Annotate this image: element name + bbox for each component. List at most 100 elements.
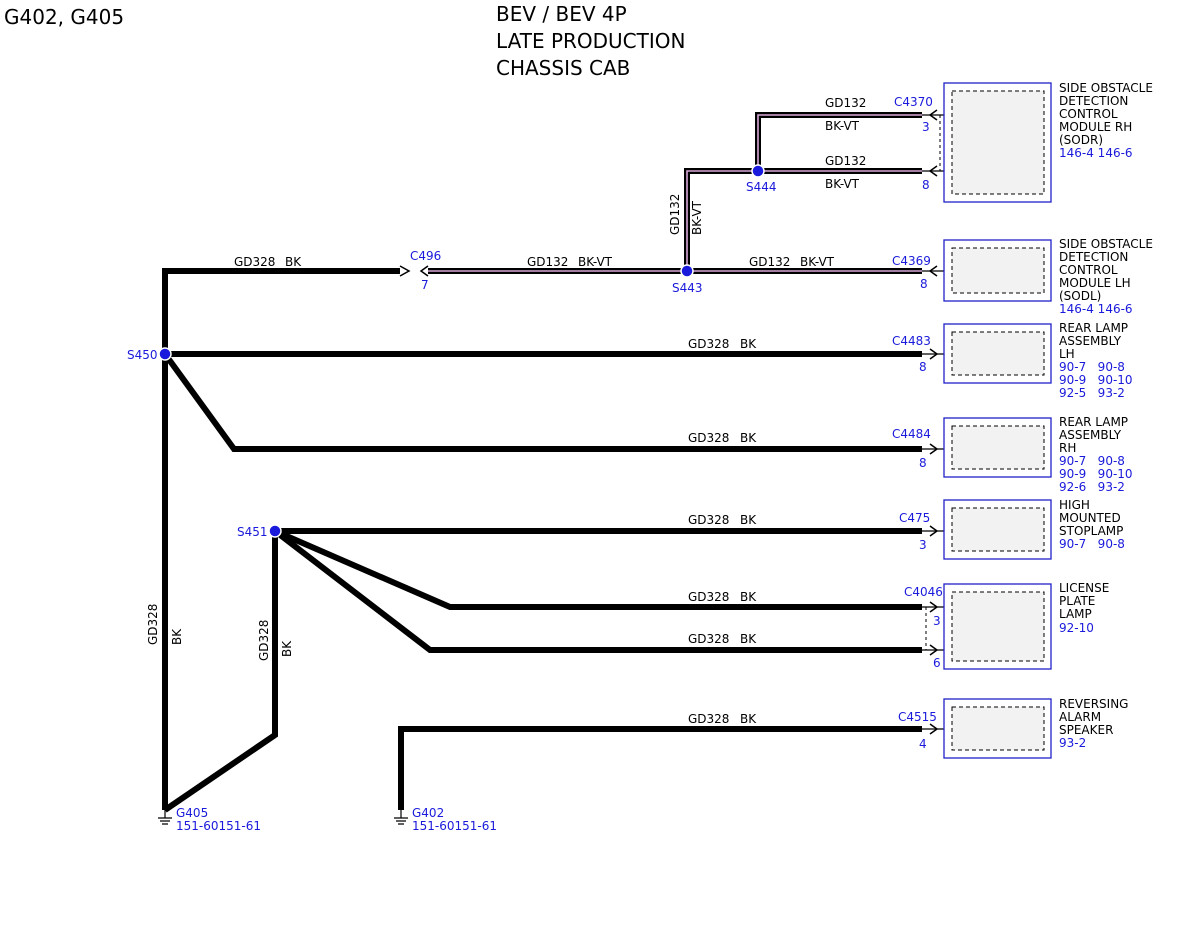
svg-text:BK: BK [170, 628, 184, 645]
splice-s443 [680, 264, 694, 278]
svg-text:BK-VT: BK-VT [800, 255, 835, 269]
module-boxes [943, 82, 1052, 759]
svg-text:BK: BK [740, 632, 757, 646]
svg-text:G402: G402 [412, 806, 444, 820]
svg-text:C4046: C4046 [904, 585, 943, 599]
wire-s451-c4046-3 [273, 528, 922, 610]
svg-text:LICENSE: LICENSE [1059, 581, 1109, 595]
svg-text:MODULE LH: MODULE LH [1059, 276, 1131, 290]
svg-text:LH: LH [1059, 347, 1075, 361]
svg-text:MOUNTED: MOUNTED [1059, 511, 1121, 525]
svg-text:SIDE OBSTACLE: SIDE OBSTACLE [1059, 237, 1153, 251]
svg-text:GD328: GD328 [688, 712, 729, 726]
svg-text:GD328: GD328 [688, 513, 729, 527]
svg-text:C475: C475 [899, 511, 930, 525]
svg-text:BK: BK [740, 513, 757, 527]
gd132-wires [428, 112, 922, 274]
svg-text:C4369: C4369 [892, 254, 931, 268]
svg-text:STOPLAMP: STOPLAMP [1059, 524, 1123, 538]
svg-text:MODULE RH: MODULE RH [1059, 120, 1132, 134]
svg-text:ALARM: ALARM [1059, 710, 1101, 724]
svg-text:BK-VT: BK-VT [825, 119, 860, 133]
ground-g402: G402 151-60151-61 [394, 806, 497, 833]
ground-g405: G405 151-60151-61 [158, 806, 261, 833]
svg-text:ASSEMBLY: ASSEMBLY [1059, 428, 1122, 442]
svg-text:BK: BK [740, 712, 757, 726]
wire-g405-s451 [163, 531, 278, 813]
svg-text:DETECTION: DETECTION [1059, 94, 1128, 108]
wire-s450-c496 [162, 268, 400, 810]
svg-text:3: 3 [922, 120, 930, 134]
license-box [943, 583, 1052, 670]
gd328-wires [162, 268, 922, 813]
svg-text:ASSEMBLY: ASSEMBLY [1059, 334, 1122, 348]
connector-arrows [922, 109, 944, 735]
svg-text:(SODR): (SODR) [1059, 133, 1103, 147]
svg-text:8: 8 [919, 456, 927, 470]
wire-s451-c4046-6 [273, 528, 922, 653]
svg-text:CONTROL: CONTROL [1059, 107, 1118, 121]
svg-text:DETECTION: DETECTION [1059, 250, 1128, 264]
svg-text:BK: BK [740, 590, 757, 604]
svg-text:REAR LAMP: REAR LAMP [1059, 415, 1128, 429]
svg-text:146-4 146-6: 146-4 146-6 [1059, 302, 1133, 316]
hmsl-box [943, 499, 1052, 560]
svg-text:(SODL): (SODL) [1059, 289, 1101, 303]
svg-text:C4484: C4484 [892, 427, 931, 441]
svg-text:GD328: GD328 [688, 632, 729, 646]
svg-text:BK-VT: BK-VT [578, 255, 613, 269]
svg-text:S444: S444 [746, 180, 777, 194]
title-line-3: CHASSIS CAB [496, 56, 630, 80]
svg-text:92-6 93-2: 92-6 93-2 [1059, 480, 1125, 494]
title-line-2: LATE PRODUCTION [496, 29, 685, 53]
splices: S450 S451 S443 S444 [127, 164, 777, 539]
svg-text:3: 3 [919, 538, 927, 552]
svg-text:S450: S450 [127, 348, 158, 362]
svg-text:151-60151-61: 151-60151-61 [176, 819, 261, 833]
svg-text:GD328: GD328 [688, 337, 729, 351]
sodl-box [943, 239, 1052, 302]
svg-text:90-7 90-8: 90-7 90-8 [1059, 454, 1125, 468]
svg-text:146-4 146-6: 146-4 146-6 [1059, 146, 1133, 160]
svg-text:GD328: GD328 [234, 255, 275, 269]
svg-text:S443: S443 [672, 281, 703, 295]
svg-text:SPEAKER: SPEAKER [1059, 723, 1113, 737]
wire-s450-c4484 [162, 352, 922, 452]
svg-text:S451: S451 [237, 525, 268, 539]
sodr-box [943, 82, 1052, 203]
svg-text:BK-VT: BK-VT [825, 177, 860, 191]
svg-text:92-5 93-2: 92-5 93-2 [1059, 386, 1125, 400]
svg-text:GD132: GD132 [527, 255, 568, 269]
svg-text:GD328: GD328 [688, 431, 729, 445]
svg-text:8: 8 [920, 277, 928, 291]
svg-text:BK: BK [740, 431, 757, 445]
rear-lh-box [943, 323, 1052, 384]
connector-labels: C496 7 C4370 3 8 C4369 8 C4483 8 C4484 8… [410, 95, 943, 751]
svg-text:GD132: GD132 [825, 154, 866, 168]
svg-text:GD328: GD328 [257, 620, 271, 661]
rear-rh-box [943, 417, 1052, 478]
c496-arrow [399, 265, 411, 277]
ground-icon [394, 810, 408, 825]
svg-text:90-9 90-10: 90-9 90-10 [1059, 373, 1133, 387]
svg-text:BK-VT: BK-VT [690, 200, 704, 235]
svg-text:REVERSING: REVERSING [1059, 697, 1128, 711]
splice-s451 [268, 524, 282, 538]
svg-text:C4370: C4370 [894, 95, 933, 109]
wire-g402-c4515 [398, 726, 922, 810]
svg-text:GD328: GD328 [146, 604, 160, 645]
svg-text:151-60151-61: 151-60151-61 [412, 819, 497, 833]
svg-text:6: 6 [933, 656, 941, 670]
splice-s450 [158, 347, 172, 361]
page-label: G402, G405 [4, 5, 124, 29]
svg-text:CONTROL: CONTROL [1059, 263, 1118, 277]
svg-text:BK: BK [280, 640, 294, 657]
svg-text:LAMP: LAMP [1059, 607, 1092, 621]
svg-text:90-9 90-10: 90-9 90-10 [1059, 467, 1133, 481]
svg-text:SIDE OBSTACLE: SIDE OBSTACLE [1059, 81, 1153, 95]
svg-text:REAR LAMP: REAR LAMP [1059, 321, 1128, 335]
svg-text:4: 4 [919, 737, 927, 751]
svg-text:GD132: GD132 [825, 96, 866, 110]
reversing-box [943, 698, 1052, 759]
